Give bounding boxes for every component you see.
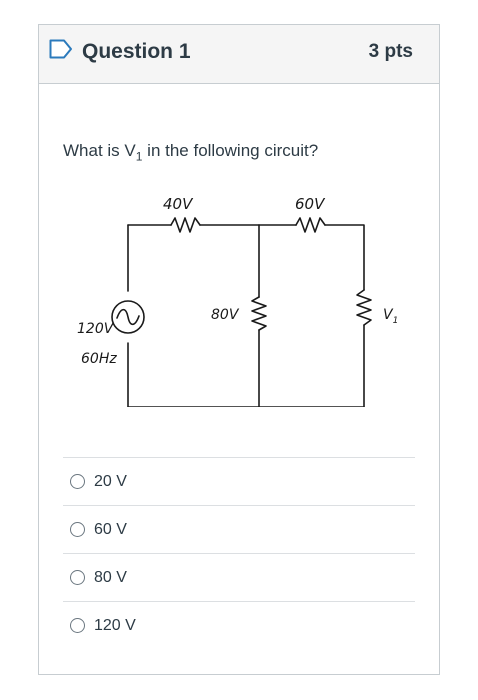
resistor-middle — [251, 296, 267, 331]
question-text-subscript: 1 — [135, 149, 143, 164]
radio-button[interactable] — [70, 474, 85, 489]
radio-button[interactable] — [70, 618, 85, 633]
answer-label: 80 V — [94, 568, 127, 586]
question-title: Question 1 — [82, 40, 191, 63]
resistor-middle-label: 80V — [211, 307, 240, 323]
bookmark-flag-icon[interactable] — [49, 39, 73, 59]
answer-list: 20 V 60 V 80 V 120 V — [63, 457, 415, 649]
radio-button[interactable] — [70, 522, 85, 537]
question-text-end: in the following circuit? — [142, 141, 319, 160]
wire-top-4 — [324, 224, 365, 291]
resistor-top-left — [170, 217, 201, 233]
radio-button[interactable] — [70, 570, 85, 585]
resistor-top-right-label: 60V — [295, 195, 326, 213]
answer-option-3[interactable]: 80 V — [63, 553, 415, 601]
answer-option-1[interactable]: 20 V — [63, 457, 415, 505]
resistor-right — [356, 289, 372, 326]
question-points: 3 pts — [368, 41, 413, 62]
question-header: Question 1 3 pts — [39, 25, 439, 84]
resistor-right-label-main: V — [383, 307, 394, 323]
source-voltage-label: 120V — [77, 321, 115, 337]
resistor-top-right — [295, 217, 326, 233]
resistor-right-label: V1 — [383, 307, 398, 326]
source-frequency-label: 60Hz — [81, 351, 117, 367]
resistor-top-left-label: 40V — [163, 195, 194, 213]
answer-option-2[interactable]: 60 V — [63, 505, 415, 553]
question-text: What is V1 in the following circuit? — [63, 141, 318, 163]
circuit-diagram: 120V 60Hz 40V 60V 80V V1 — [77, 195, 398, 407]
ac-source-symbol — [111, 300, 145, 334]
question-text-main: What is V — [63, 141, 136, 160]
answer-option-4[interactable]: 120 V — [63, 601, 415, 649]
ac-wave — [116, 308, 140, 326]
answer-label: 120 V — [94, 616, 136, 634]
resistor-right-label-sub: 1 — [393, 316, 399, 326]
question-card: Question 1 3 pts What is V1 in the follo… — [38, 24, 440, 675]
answer-label: 20 V — [94, 472, 127, 490]
answer-label: 60 V — [94, 520, 127, 538]
